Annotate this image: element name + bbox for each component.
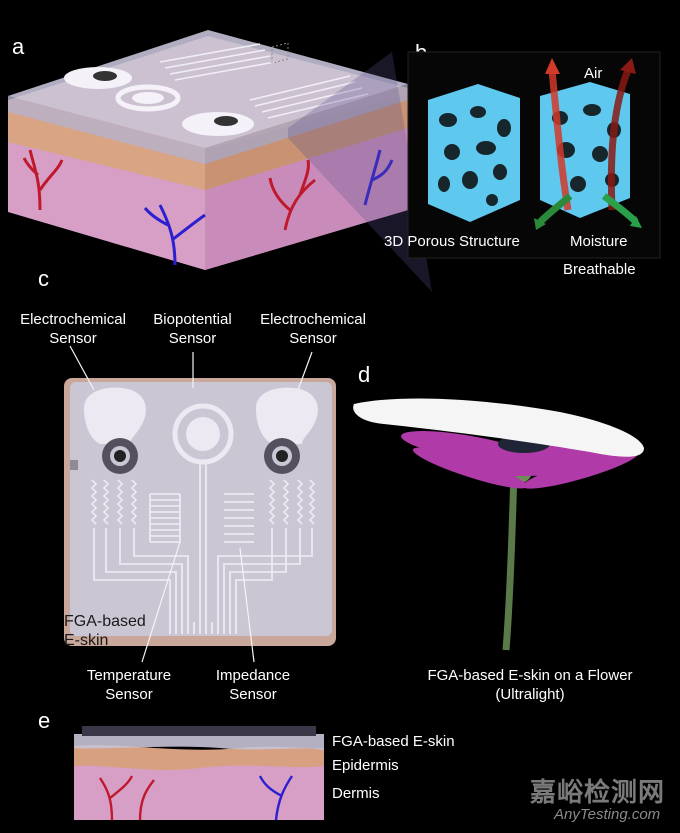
eskin-layer xyxy=(8,30,408,148)
panel-c-label: c xyxy=(38,266,49,291)
air-arrow-left xyxy=(548,69,572,211)
panel-e-label: e xyxy=(38,708,51,733)
porous-structure-label: 3D Porous Structure xyxy=(384,233,520,250)
air-label: Air xyxy=(584,65,603,82)
dermis-label: Dermis xyxy=(332,785,380,802)
moisture-label: Moisture xyxy=(570,233,628,250)
biopotential-ring xyxy=(172,403,234,465)
electrode-2 xyxy=(115,84,181,112)
sensor-traces xyxy=(90,462,316,634)
epidermis-label: Epidermis xyxy=(332,757,399,774)
eskin-layer-label: FGA-based E-skin xyxy=(332,733,455,750)
blue-vessels xyxy=(143,149,394,266)
panel-a-label: a xyxy=(12,34,25,59)
biopotential-electrode xyxy=(186,417,220,451)
red-vessels xyxy=(22,149,316,231)
watermark-cn: 嘉峪检测网 xyxy=(530,777,666,807)
eskin-slab xyxy=(74,734,324,750)
air-arrow-right xyxy=(607,68,632,211)
watermark-en: AnyTesting.com xyxy=(554,806,661,823)
moisture-arrow-left xyxy=(537,193,573,225)
breathable-label: Breathable xyxy=(563,261,636,278)
epidermis-slab xyxy=(74,745,324,770)
panel-d-label: d xyxy=(358,362,371,387)
flower-caption: FGA-based E-skin on a Flower(Ultralight) xyxy=(427,667,633,703)
dermis-slab xyxy=(74,760,324,820)
electrochem-pad-right xyxy=(256,387,318,444)
electrochem-pad-left xyxy=(84,387,146,444)
eskin-on-flower xyxy=(353,398,644,457)
flower-stem xyxy=(502,469,518,651)
